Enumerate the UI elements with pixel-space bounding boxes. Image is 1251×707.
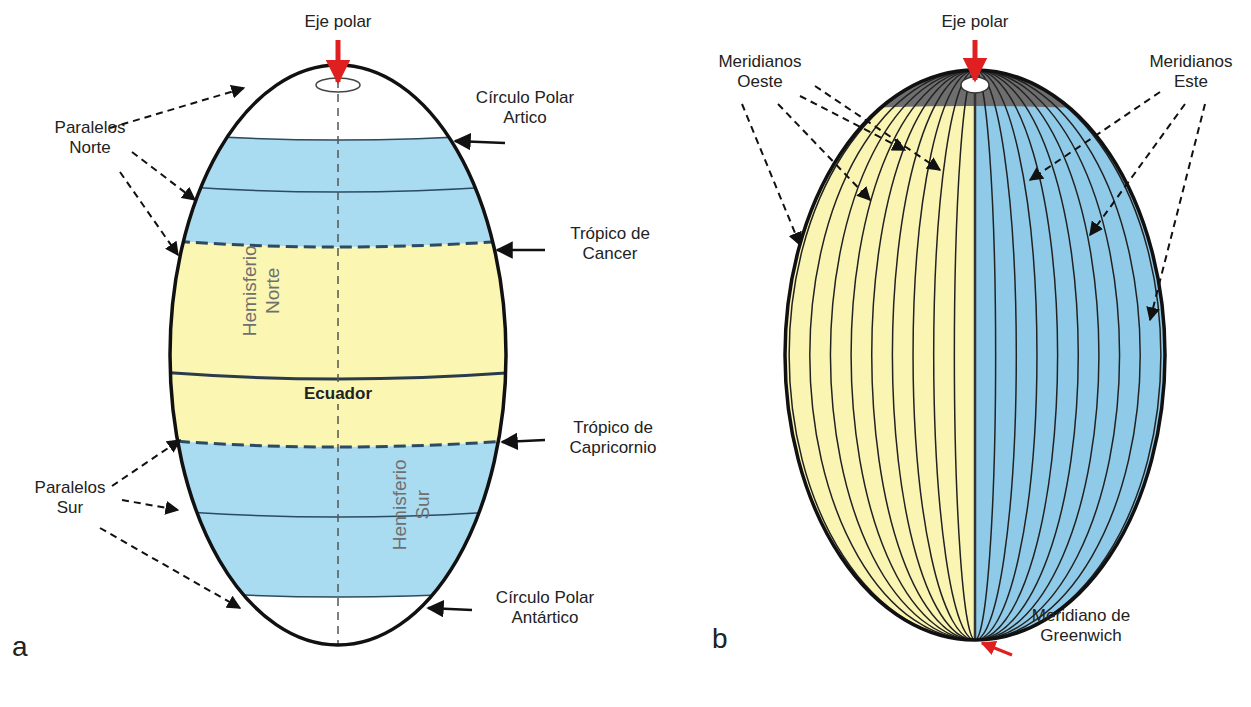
panel-letter: b — [712, 622, 752, 656]
globe-a — [160, 60, 520, 660]
meridian-leaders — [742, 86, 1205, 320]
panel-letter: a — [12, 630, 52, 664]
globe-a-outline — [170, 65, 506, 645]
hemisphere-label: Hemisferio Sur — [389, 445, 435, 565]
leader-label: Meridianos Oeste — [700, 52, 820, 93]
circle-leaders — [428, 141, 545, 610]
equator-label: Ecuador — [298, 384, 378, 404]
leader-label: Meridianos Este — [1136, 52, 1246, 93]
leader-label: Círculo Polar Artico — [455, 88, 595, 129]
leader-label: Eje polar — [925, 12, 1025, 32]
leader-label: Círculo Polar Antártico — [475, 588, 615, 629]
polar-axis-arrow — [973, 40, 978, 80]
leader-label: Eje polar — [288, 12, 388, 32]
leader-label: Paralelos Sur — [30, 478, 110, 519]
leader-label: Trópico de Cancer — [550, 224, 670, 265]
parallel-leaders — [100, 88, 244, 608]
leader-label: Paralelos Norte — [40, 118, 140, 159]
leader-label: Trópico de Capricornio — [548, 418, 678, 459]
polar-axis-arrow — [336, 40, 341, 82]
leader-label: Meridiano de Greenwich — [1016, 606, 1146, 647]
globe-b-outline — [785, 70, 1165, 640]
hemisphere-label: Hemisferio Norte — [239, 231, 285, 351]
globe-b — [780, 60, 1170, 660]
greenwich-arrow — [982, 643, 1012, 655]
